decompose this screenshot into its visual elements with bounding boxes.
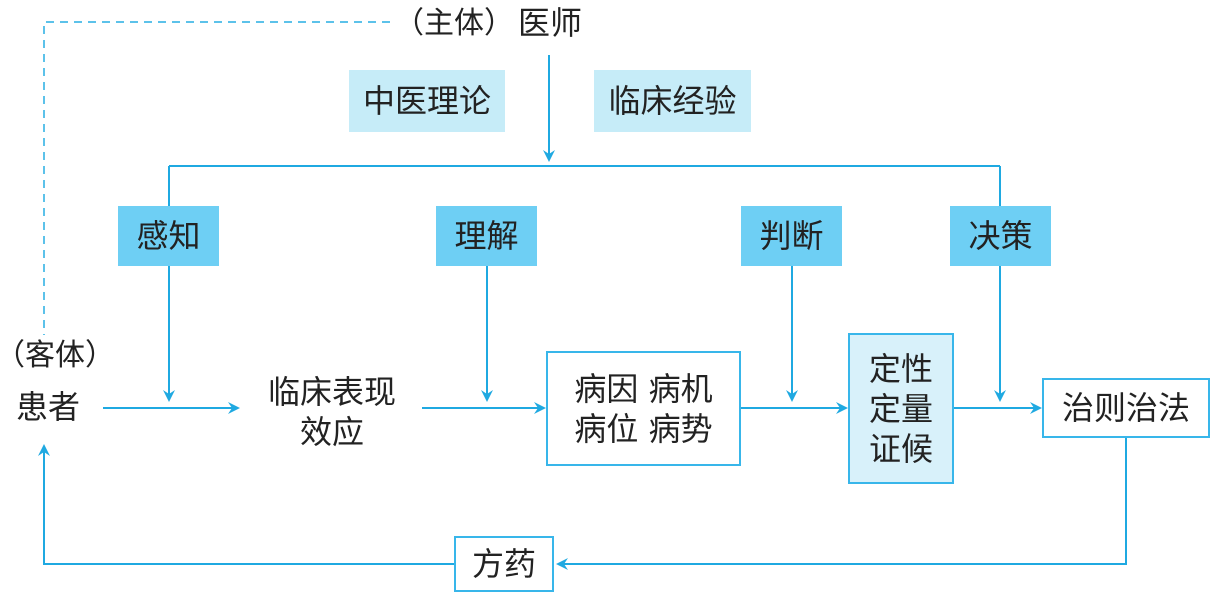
subject-label: （主体） (394, 6, 514, 42)
etiology-box: 病因 病机 病位 病势 (546, 351, 741, 466)
doctor-label: 医师 (517, 4, 582, 42)
syndrome-line-3: 证候 (868, 429, 933, 468)
etiology-line-1: 病因 病机 (574, 369, 713, 408)
perception-box: 感知 (118, 206, 219, 266)
clinical-manifestation-label: 临床表现 效应 (248, 370, 416, 454)
decision-box: 决策 (950, 206, 1051, 266)
judgment-box: 判断 (741, 206, 842, 266)
prescription-to-patient-arrow (38, 444, 454, 565)
syndrome-box: 定性 定量 证候 (848, 333, 954, 484)
patient-label: 患者 (15, 388, 80, 426)
tcm-theory-box: 中医理论 (349, 70, 505, 132)
treatment-box: 治则治法 (1042, 378, 1210, 438)
syndrome-line-2: 定量 (868, 389, 933, 428)
clinical-line-2: 效应 (299, 413, 364, 451)
prescription-box: 方药 (454, 536, 554, 592)
object-label: （客体） (0, 338, 115, 374)
treatment-to-prescription-arrow (556, 438, 1127, 570)
etiology-line-2: 病位 病势 (574, 409, 713, 448)
clinical-line-1: 临床表现 (267, 373, 396, 411)
understanding-box: 理解 (436, 206, 537, 266)
subject-object-dashed-link (43, 21, 390, 335)
syndrome-line-1: 定性 (868, 349, 933, 388)
clinical-experience-box: 临床经验 (594, 70, 751, 132)
